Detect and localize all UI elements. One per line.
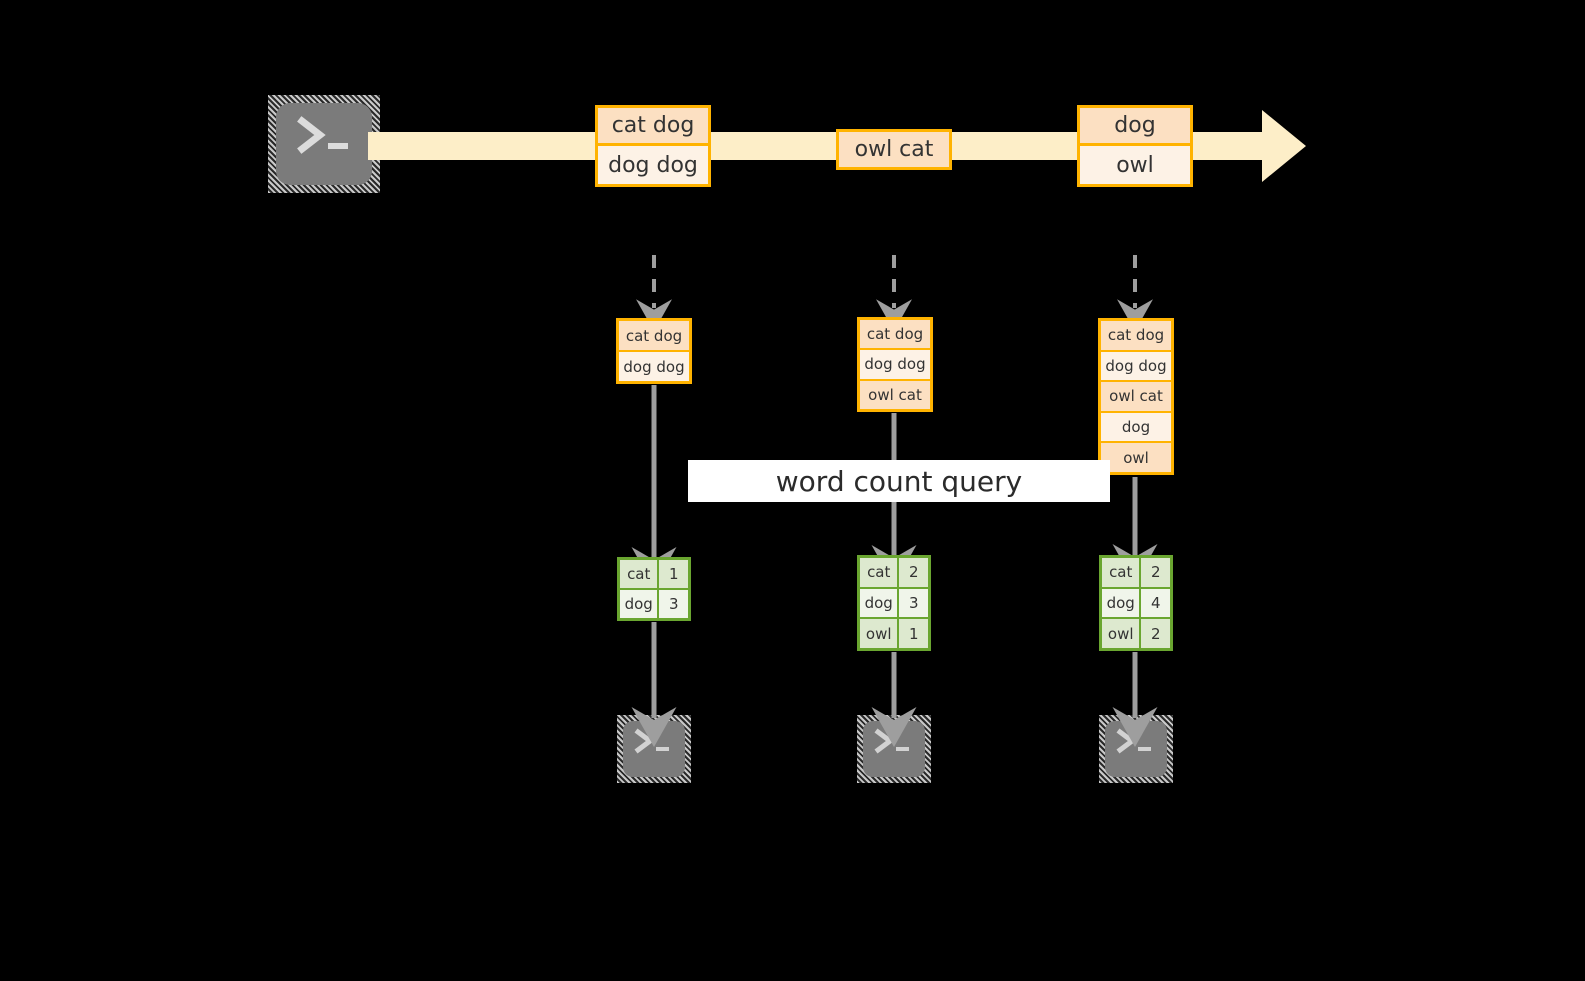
terminal-body — [276, 103, 372, 185]
word-count-query-label: word count query — [688, 460, 1110, 502]
snapshot-record: dog dog — [860, 350, 930, 381]
result-value: 2 — [1141, 558, 1171, 587]
result-key: dog — [1102, 588, 1142, 618]
result-key: dog — [620, 590, 660, 618]
prompt-glyph-icon — [297, 116, 348, 154]
snapshot-record: dog — [1101, 412, 1171, 444]
stream-batch-3[interactable]: dog owl — [1077, 105, 1193, 187]
snapshot-record: owl — [1101, 443, 1171, 472]
result-table-1[interactable]: cat 1 dog 3 — [617, 557, 691, 621]
stream-batch-cell: dog dog — [598, 146, 708, 184]
result-value: 2 — [899, 558, 929, 587]
table-row: owl 2 — [1102, 619, 1171, 649]
result-key: dog — [860, 588, 900, 618]
result-key: cat — [860, 558, 900, 587]
result-key: owl — [860, 619, 900, 649]
result-value: 1 — [899, 619, 929, 649]
table-row: dog 4 — [1102, 588, 1171, 620]
snapshot-record: cat dog — [860, 320, 930, 351]
result-value: 1 — [659, 560, 689, 588]
result-key: cat — [620, 560, 660, 588]
snapshot-record: cat dog — [619, 321, 689, 352]
snapshot-record: dog dog — [619, 352, 689, 381]
table-row: owl 1 — [860, 619, 929, 649]
stream-batch-cell: dog — [1080, 108, 1190, 146]
result-key: cat — [1102, 558, 1142, 587]
table-row: dog 3 — [620, 590, 689, 618]
table-row: cat 2 — [1102, 558, 1171, 589]
result-value: 4 — [1141, 588, 1171, 618]
snapshot-2-records[interactable]: cat dog dog dog owl cat — [857, 317, 933, 412]
snapshot-record: cat dog — [1101, 321, 1171, 352]
result-table-2[interactable]: cat 2 dog 3 owl 1 — [857, 555, 931, 651]
stream-batch-cell: owl — [1080, 146, 1190, 184]
stream-batch-2[interactable]: owl cat — [836, 129, 952, 170]
snapshot-3-records[interactable]: cat dog dog dog owl cat dog owl — [1098, 318, 1174, 475]
result-key: owl — [1102, 619, 1142, 649]
result-value: 3 — [899, 588, 929, 618]
snapshot-record: dog dog — [1101, 351, 1171, 383]
source-terminal-icon[interactable] — [268, 95, 380, 193]
result-table-3[interactable]: cat 2 dog 4 owl 2 — [1099, 555, 1173, 651]
stream-batch-1[interactable]: cat dog dog dog — [595, 105, 711, 187]
table-row: dog 3 — [860, 588, 929, 620]
snapshot-record: owl cat — [1101, 382, 1171, 413]
stream-batch-cell: owl cat — [839, 132, 949, 167]
result-value: 3 — [659, 590, 689, 618]
table-row: cat 2 — [860, 558, 929, 589]
stream-batch-cell: cat dog — [598, 108, 708, 146]
table-row: cat 1 — [620, 560, 689, 590]
query-label-text: word count query — [775, 464, 1023, 498]
snapshot-record: owl cat — [860, 380, 930, 409]
result-value: 2 — [1141, 619, 1171, 649]
snapshot-1-records[interactable]: cat dog dog dog — [616, 318, 692, 384]
